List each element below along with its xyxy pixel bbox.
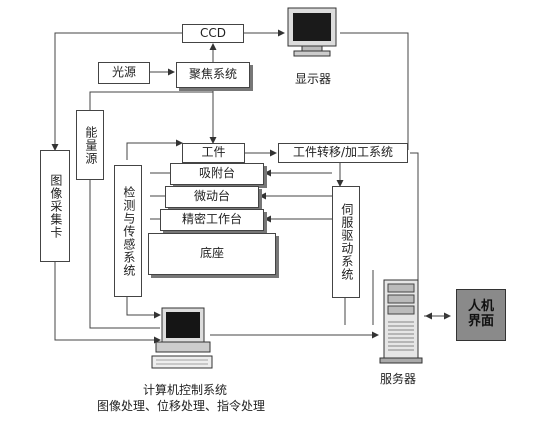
- transfer-system-box: 工件转移/加工系统: [278, 143, 408, 163]
- computer-title: 计算机控制系统: [143, 383, 228, 397]
- workpiece-box: 工件: [182, 143, 245, 163]
- server-label: 服务器: [380, 372, 417, 386]
- display-monitor-icon: [286, 6, 338, 58]
- workpiece-label: 工件: [201, 145, 226, 160]
- micro-stage-label: 微动台: [193, 189, 230, 204]
- energy-source-label: 能量源: [83, 125, 98, 165]
- image-card-label: 图像采集卡: [48, 173, 63, 239]
- base-label: 底座: [199, 246, 224, 261]
- focus-system-box: 聚焦系统: [176, 62, 250, 88]
- base-box: 底座: [148, 233, 276, 275]
- line-detect-to-pc: [126, 297, 161, 319]
- image-card-box: 图像采集卡: [40, 150, 70, 262]
- detection-label: 检测与传感系统: [121, 185, 136, 277]
- servo-label: 伺服驱动系统: [339, 203, 354, 281]
- light-source-label: 光源: [111, 65, 136, 80]
- server-icon: [378, 278, 424, 364]
- suction-stage-label: 吸附台: [198, 166, 235, 181]
- suction-stage-box: 吸附台: [170, 163, 264, 185]
- precision-table-label: 精密工作台: [181, 212, 242, 227]
- hmi-box: 人机界面: [456, 289, 506, 341]
- line-ccd-to-card: [51, 32, 182, 151]
- servo-box: 伺服驱动系统: [332, 186, 360, 298]
- line-transfer-right: [410, 152, 419, 285]
- ccd-label: CCD: [200, 25, 226, 40]
- precision-table-box: 精密工作台: [160, 209, 264, 231]
- line-energy-to-pc: [89, 180, 160, 329]
- focus-system-label: 聚焦系统: [188, 67, 237, 82]
- computer-icon: [150, 306, 216, 376]
- ccd-box: CCD: [182, 24, 244, 43]
- detection-box: 检测与传感系统: [114, 165, 142, 297]
- energy-source-box: 能量源: [76, 110, 104, 180]
- hmi-label: 人机界面: [467, 299, 494, 329]
- computer-subtitle: 图像处理、位移处理、指令处理: [97, 399, 266, 413]
- line-detect-top: [126, 139, 183, 160]
- transfer-system-label: 工件转移/加工系统: [292, 145, 394, 160]
- light-source-box: 光源: [98, 62, 150, 84]
- micro-stage-box: 微动台: [165, 186, 259, 208]
- display-label: 显示器: [295, 72, 332, 86]
- line-card-to-pc: [54, 262, 161, 344]
- line-display-right: [340, 32, 409, 150]
